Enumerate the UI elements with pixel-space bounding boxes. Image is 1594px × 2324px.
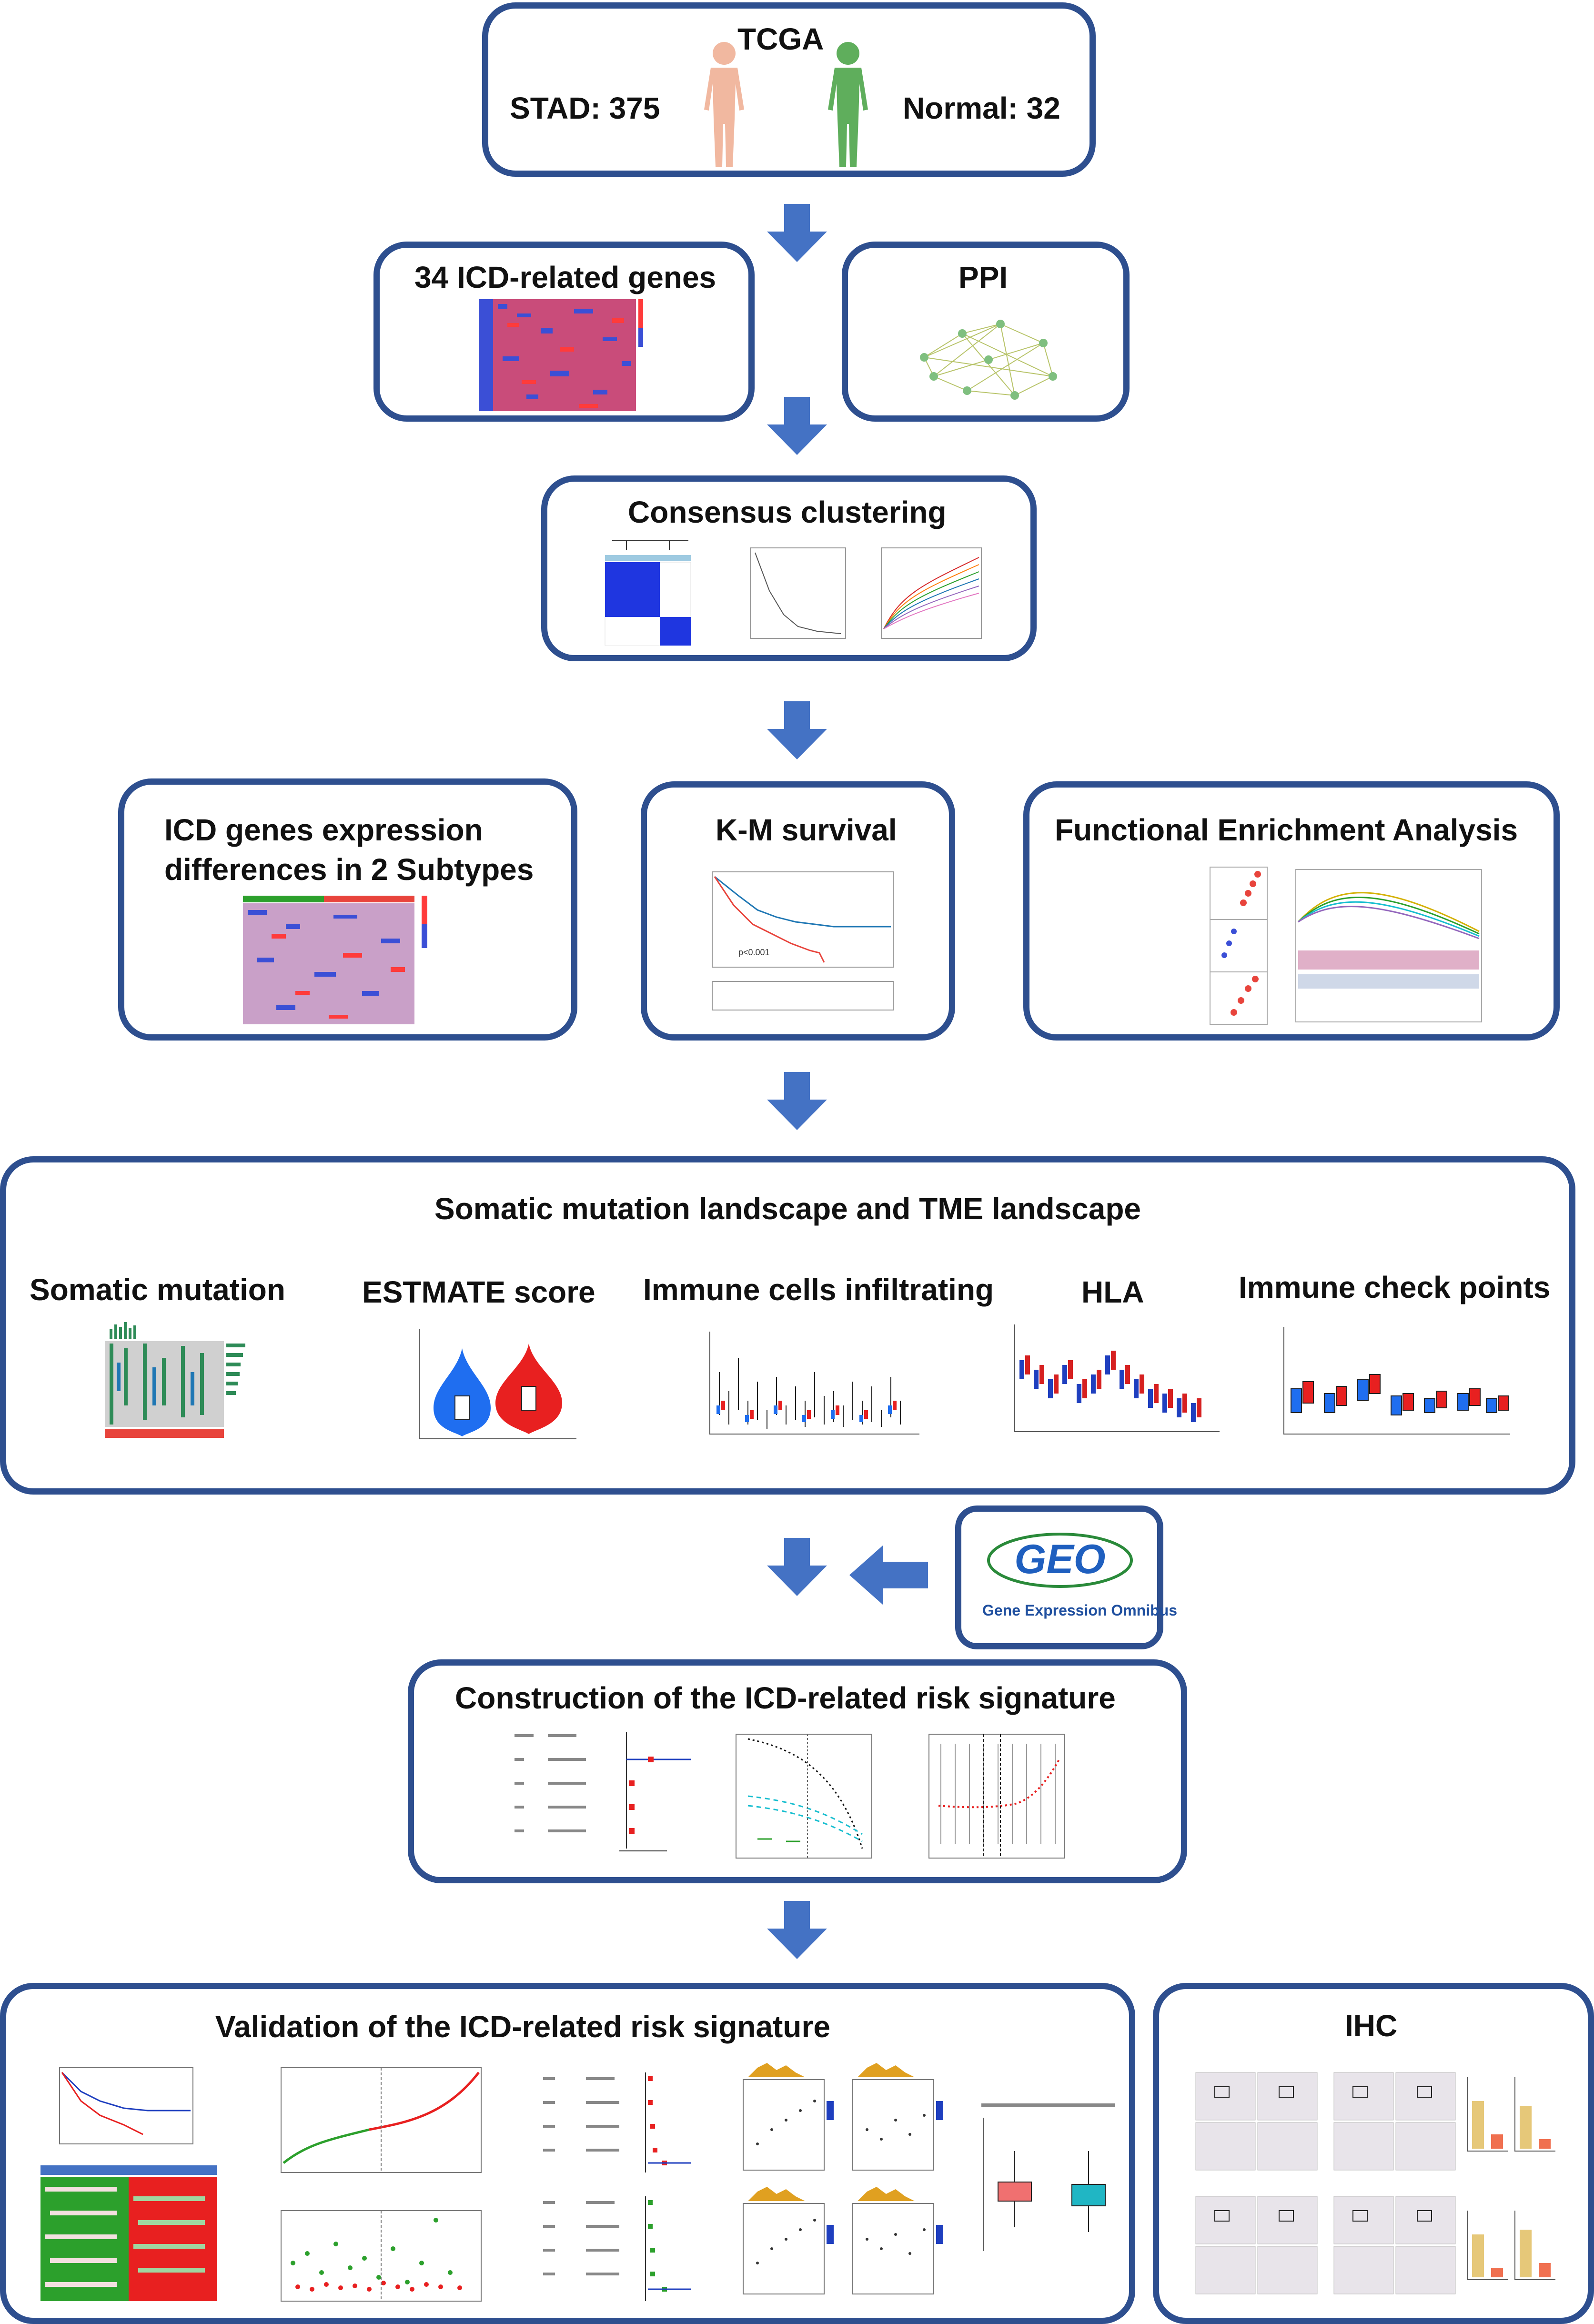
forest-plot	[515, 1732, 691, 1851]
icd-genes-title: 34 ICD-related genes	[414, 260, 716, 294]
tcga-title: TCGA	[737, 22, 824, 56]
down-arrow-icon	[767, 701, 827, 759]
gsea-plot	[1295, 869, 1482, 1022]
km-survival-box	[641, 781, 955, 1041]
delta-area-plot	[750, 547, 846, 639]
panel-immune-checkpoints-label: Immune check points	[1239, 1270, 1551, 1304]
landscape-title: Somatic mutation landscape and TME lands…	[434, 1192, 1141, 1226]
risk-score-distribution	[281, 2067, 482, 2173]
validation-km-plot	[59, 2067, 193, 2144]
geo-box	[955, 1506, 1163, 1649]
functional-enrichment-title: Functional Enrichment Analysis	[1055, 813, 1518, 847]
expression-title-line2: differences in 2 Subtypes	[164, 852, 534, 887]
icd-genes-heatmap	[479, 299, 643, 411]
left-arrow-icon	[849, 1546, 928, 1605]
risk-group-boxplot	[981, 2103, 1115, 2251]
validation-forest-plot	[543, 2072, 691, 2301]
ppi-title: PPI	[958, 260, 1008, 294]
panel-estimate-score-label: ESTMATE score	[362, 1275, 595, 1309]
panel-immune-cells-label: Immune cells infiltrating	[643, 1273, 994, 1307]
human-figure-tumor-icon	[704, 42, 744, 167]
validation-heatmap	[40, 2165, 217, 2301]
stad-label: STAD: 375	[510, 91, 660, 125]
oncoplot	[105, 1322, 245, 1438]
ihc-stain-panels	[1195, 2072, 1555, 2294]
km-p-value: p<0.001	[738, 948, 770, 957]
down-arrow-icon	[767, 1538, 827, 1596]
down-arrow-icon	[767, 1072, 827, 1130]
geo-caption: Gene Expression Omnibus	[982, 1602, 1177, 1619]
immune-infiltration-boxplot	[709, 1332, 919, 1435]
heatmap-cells	[493, 299, 636, 411]
km-survival-plot: p<0.001	[712, 871, 894, 1010]
construction-title: Construction of the ICD-related risk sig…	[455, 1681, 1116, 1715]
functional-enrichment-box	[1023, 781, 1560, 1041]
correlation-scatter-grid	[743, 2063, 943, 2294]
down-arrow-icon	[767, 397, 827, 455]
immune-checkpoint-boxplot	[1283, 1327, 1510, 1435]
geo-logo-text: GEO	[1014, 1536, 1105, 1582]
geo-logo: GEO	[987, 1533, 1133, 1588]
down-arrow-icon	[767, 1901, 827, 1959]
consensus-matrix	[605, 540, 691, 646]
km-survival-title: K-M survival	[716, 813, 897, 847]
hla-boxplot	[1014, 1324, 1220, 1432]
landscape-box	[0, 1156, 1575, 1495]
tcga-box	[482, 2, 1096, 177]
down-arrow-icon	[767, 204, 827, 262]
validation-title: Validation of the ICD-related risk signa…	[215, 2010, 830, 2044]
ppi-box	[842, 242, 1130, 422]
survival-status-scatter	[281, 2210, 482, 2302]
estimate-violin	[419, 1329, 576, 1439]
go-dotplot	[1210, 867, 1268, 1025]
consensus-title: Consensus clustering	[628, 495, 947, 529]
panel-hla-label: HLA	[1081, 1275, 1144, 1309]
ppi-network	[920, 320, 1057, 400]
panel-somatic-mutation-label: Somatic mutation	[30, 1273, 285, 1307]
human-figure-normal-icon	[828, 42, 868, 167]
expression-title-line1: ICD genes expression	[164, 813, 483, 847]
construction-box	[408, 1659, 1187, 1883]
normal-label: Normal: 32	[903, 91, 1060, 125]
consensus-cdf-plot	[881, 547, 982, 639]
subtype-expression-heatmap	[243, 896, 427, 1024]
lasso-coefficient-plot	[736, 1734, 872, 1859]
ihc-title: IHC	[1345, 2009, 1398, 2043]
lasso-cv-plot	[928, 1734, 1065, 1859]
